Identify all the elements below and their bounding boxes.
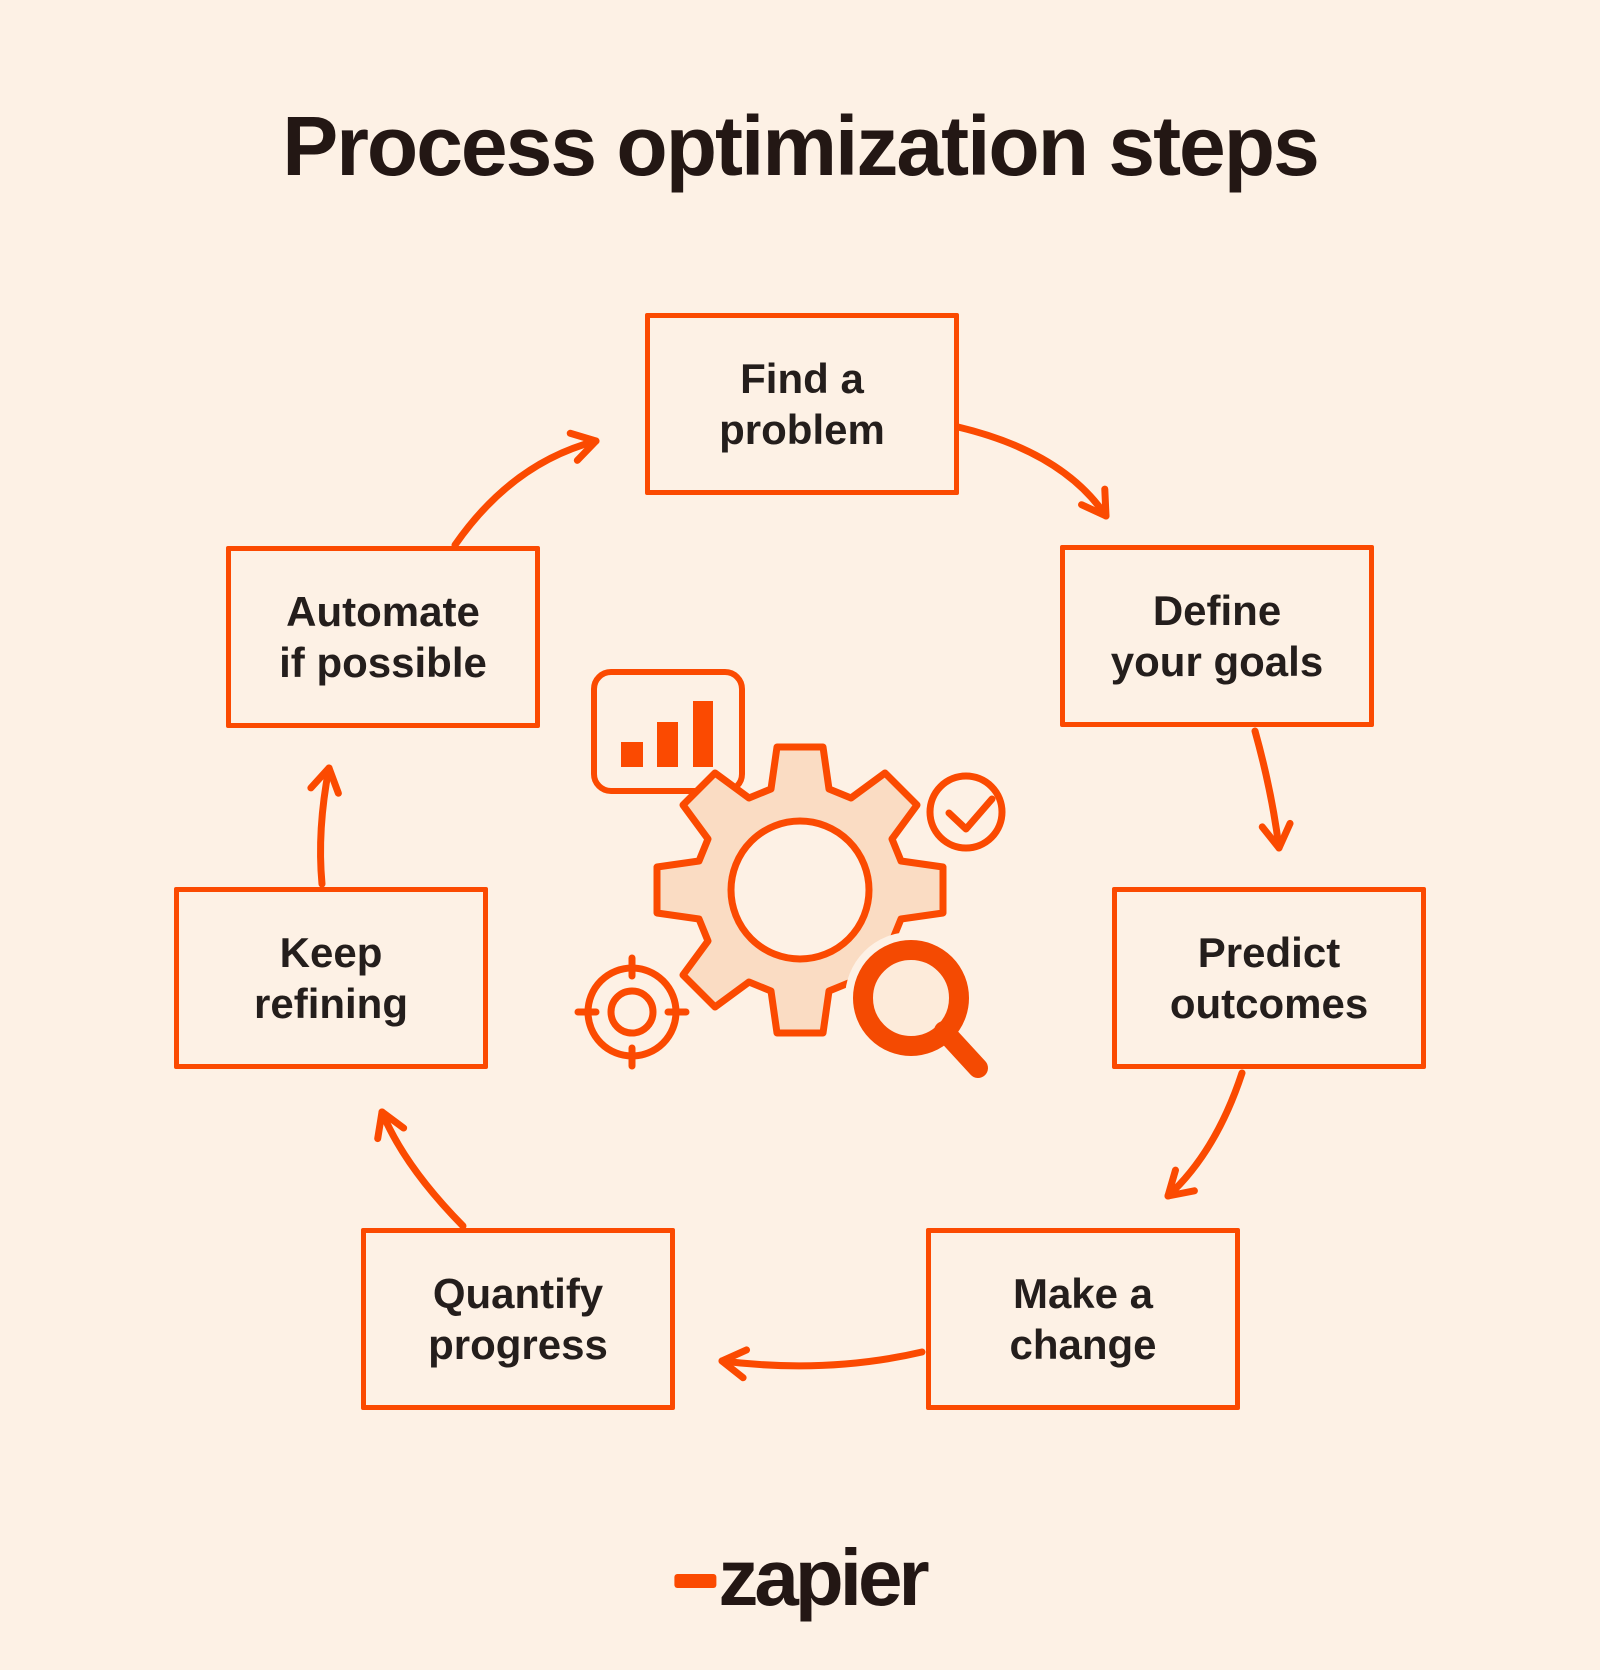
step-label-line: Find a	[740, 354, 864, 402]
step-label-line: change	[1009, 1321, 1157, 1368]
step-label-line: Predict	[1197, 928, 1341, 976]
target-icon	[574, 954, 690, 1070]
step-label-line: Automate	[286, 587, 480, 635]
check-circle-icon	[926, 772, 1006, 852]
step-box-find-a-problem: Find a problem	[645, 313, 959, 495]
step-label-line: refining	[254, 980, 408, 1027]
step-label-line: Define	[1152, 586, 1282, 634]
step-box-define-your-goals: Define your goals	[1060, 545, 1374, 727]
zapier-logo: zapier	[674, 1533, 930, 1622]
arrow-find-to-define	[954, 423, 1110, 520]
step-box-predict-outcomes: Predict outcomes	[1112, 887, 1426, 1069]
arrow-quantify-to-keep	[374, 1108, 467, 1230]
step-label-line: problem	[719, 406, 885, 453]
step-label-line: your goals	[1110, 638, 1324, 685]
magnifier-icon	[845, 932, 996, 1086]
step-box-automate-if-possible: Automate if possible	[226, 546, 540, 728]
arrow-define-to-predict	[1251, 727, 1294, 852]
arrow-make-to-quantify	[718, 1346, 926, 1382]
step-label-line: progress	[428, 1321, 608, 1368]
step-label-line: Quantify	[432, 1269, 604, 1317]
step-label-line: Keep	[279, 928, 383, 976]
step-label-line: Make a	[1012, 1269, 1154, 1317]
zapier-logo-text: zapier	[718, 1533, 929, 1622]
step-box-keep-refining: Keep refining	[174, 887, 488, 1069]
page-title: Process optimization steps	[282, 99, 1320, 193]
arrow-automate-to-find	[451, 429, 600, 549]
step-label-line: outcomes	[1169, 980, 1369, 1027]
step-label-line: if possible	[279, 639, 487, 686]
step-box-make-a-change: Make a change	[926, 1228, 1240, 1410]
arrow-keep-to-automate	[307, 764, 342, 888]
arrow-predict-to-make	[1164, 1069, 1246, 1200]
zapier-logo-underscore-icon	[674, 1574, 717, 1588]
bar-chart-icon	[591, 669, 745, 794]
step-box-quantify-progress: Quantify progress	[361, 1228, 675, 1410]
